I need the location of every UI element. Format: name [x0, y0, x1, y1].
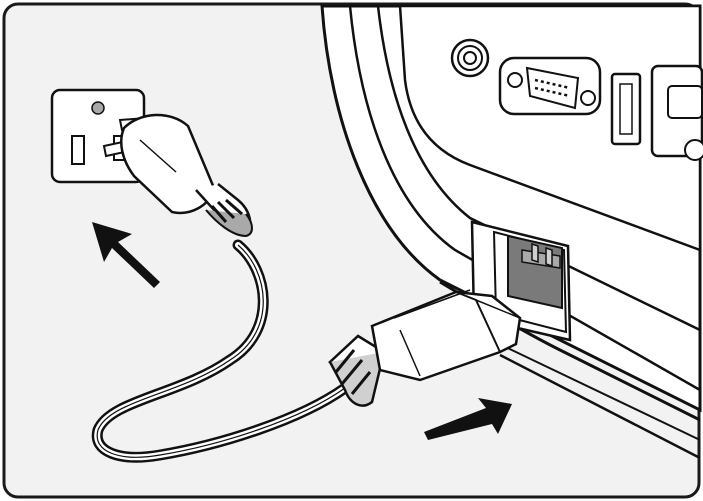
arrow-up-left-icon: [92, 222, 160, 288]
plug-grip: [205, 198, 253, 238]
nema-power-plug: [102, 113, 253, 238]
vga-port: [498, 56, 602, 116]
iec-c13-connector: [328, 289, 522, 407]
partial-port: [650, 64, 703, 161]
audio-jack: [450, 38, 490, 78]
usb-port: [610, 72, 642, 146]
arrow-up-right-icon: [424, 398, 512, 440]
